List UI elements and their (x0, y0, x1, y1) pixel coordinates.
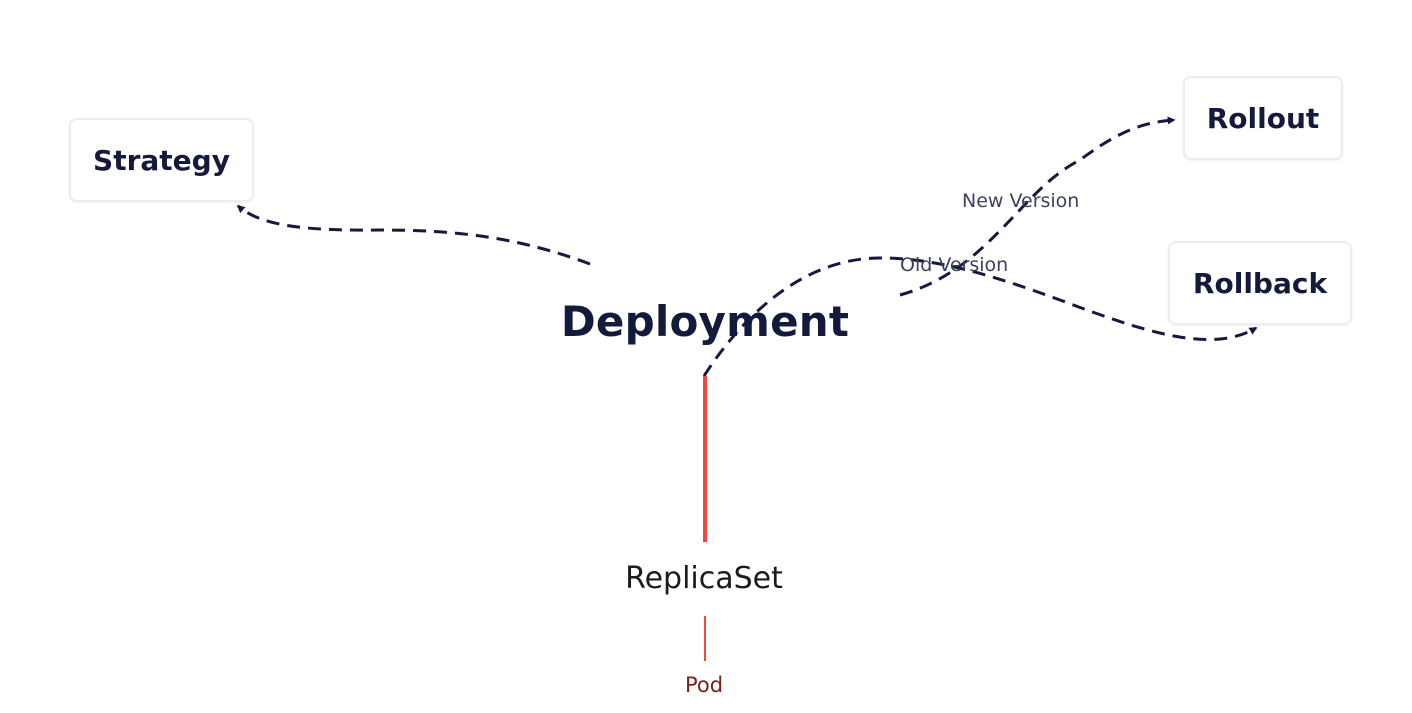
old-version-label: Old Version (900, 254, 1009, 276)
new-version-label: New Version (962, 190, 1080, 212)
pod-label: Pod (684, 673, 724, 697)
replicaset-node[interactable]: ReplicaSet (574, 556, 834, 600)
edge-deployment-to-rollout (899, 116, 1176, 297)
rollout-label: Rollout (1206, 101, 1320, 135)
rollout-node[interactable]: Rollout (1183, 76, 1343, 160)
rollback-label: Rollback (1192, 266, 1328, 300)
strategy-node[interactable]: Strategy (69, 118, 254, 202)
deployment-label: Deployment (560, 296, 850, 346)
deployment-node[interactable]: Deployment (530, 290, 880, 352)
replicaset-label: ReplicaSet (625, 560, 783, 596)
rollback-node[interactable]: Rollback (1168, 241, 1352, 325)
strategy-label: Strategy (93, 143, 230, 177)
pod-node[interactable]: Pod (654, 670, 754, 700)
edge-deployment-to-rollback (702, 256, 1258, 377)
edge-deployment-to-strategy (236, 204, 591, 266)
